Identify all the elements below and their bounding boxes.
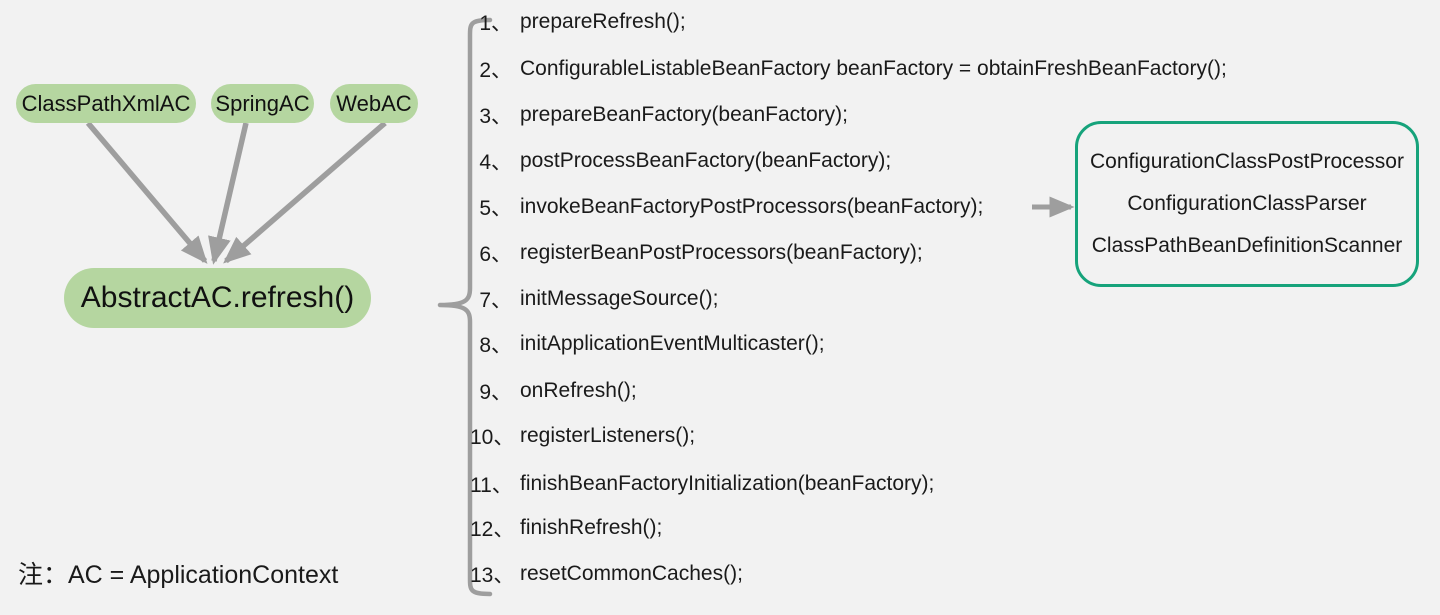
step-number: 1、 [479,12,512,35]
step-number: 9、 [479,381,512,404]
refresh-step-list: 1、 prepareRefresh(); 2、 ConfigurableList… [470,0,1410,615]
step-number: 7、 [479,289,512,312]
step-label: resetCommonCaches(); [520,562,743,585]
step-label: invokeBeanFactoryPostProcessors(beanFact… [520,195,984,218]
step-label: finishBeanFactoryInitialization(beanFact… [520,472,935,495]
step-number: 5、 [479,197,512,220]
step-item: 9、 onRefresh(); [470,376,637,406]
step-item: 3、 prepareBeanFactory(beanFactory); [470,100,848,130]
step-item: 1、 prepareRefresh(); [470,7,686,37]
legend-note: 注：AC = ApplicationContext [18,561,339,589]
arrow-classpathxmlac-to-refresh [85,121,208,264]
node-abstract-ac-refresh-label: AbstractAC.refresh() [80,281,355,314]
step-label: initApplicationEventMulticaster(); [520,332,825,355]
step-label: prepareRefresh(); [520,10,686,33]
step-number: 10、 [470,426,515,449]
node-webac-label: WebAC [336,90,412,116]
step-item: 11、 finishBeanFactoryInitialization(bean… [470,469,934,499]
step-label: postProcessBeanFactory(beanFactory); [520,149,892,172]
step-number: 8、 [479,334,512,357]
detail-line: ClassPathBeanDefinitionScanner [1091,234,1403,257]
step-number: 11、 [470,474,513,497]
detail-line: ConfigurationClassParser [1127,192,1367,215]
node-classpathxmlac-label: ClassPathXmlAC [21,90,191,116]
step-number: 4、 [479,151,512,174]
step-label: initMessageSource(); [520,287,719,310]
detail-box-bean-factory-post-processors: ConfigurationClassPostProcessor Configur… [1075,121,1419,287]
node-webac[interactable]: WebAC [330,84,418,123]
detail-line: ConfigurationClassPostProcessor [1090,150,1404,173]
step-label: onRefresh(); [520,379,637,402]
node-springac-label: SpringAC [215,90,310,116]
step-item: 10、 registerListeners(); [470,421,695,451]
step-item: 2、 ConfigurableListableBeanFactory beanF… [470,54,1227,84]
node-springac[interactable]: SpringAC [211,84,314,123]
step-number: 6、 [479,243,512,266]
arrow-springac-to-refresh [208,122,249,265]
step-label: prepareBeanFactory(beanFactory); [520,103,848,126]
step-label: ConfigurableListableBeanFactory beanFact… [520,57,1227,80]
step-label: registerBeanPostProcessors(beanFactory); [520,241,923,264]
node-abstract-ac-refresh[interactable]: AbstractAC.refresh() [64,268,371,328]
step-item: 7、 initMessageSource(); [470,284,718,314]
arrow-webac-to-refresh [223,120,387,264]
step-number: 2、 [479,59,512,82]
step-number: 3、 [479,105,512,128]
step-item: 13、 resetCommonCaches(); [470,559,743,589]
step-item: 8、 initApplicationEventMulticaster(); [470,329,825,359]
step-label: finishRefresh(); [520,516,663,539]
step-number: 13、 [470,564,515,587]
step-item: 6、 registerBeanPostProcessors(beanFactor… [470,238,923,268]
node-classpathxmlac[interactable]: ClassPathXmlAC [16,84,196,123]
step-label: registerListeners(); [520,424,696,447]
step-item: 12、 finishRefresh(); [470,513,662,543]
step-item: 4、 postProcessBeanFactory(beanFactory); [470,146,891,176]
step-number: 12、 [470,518,515,541]
step-item: 5、 invokeBeanFactoryPostProcessors(beanF… [470,192,983,222]
